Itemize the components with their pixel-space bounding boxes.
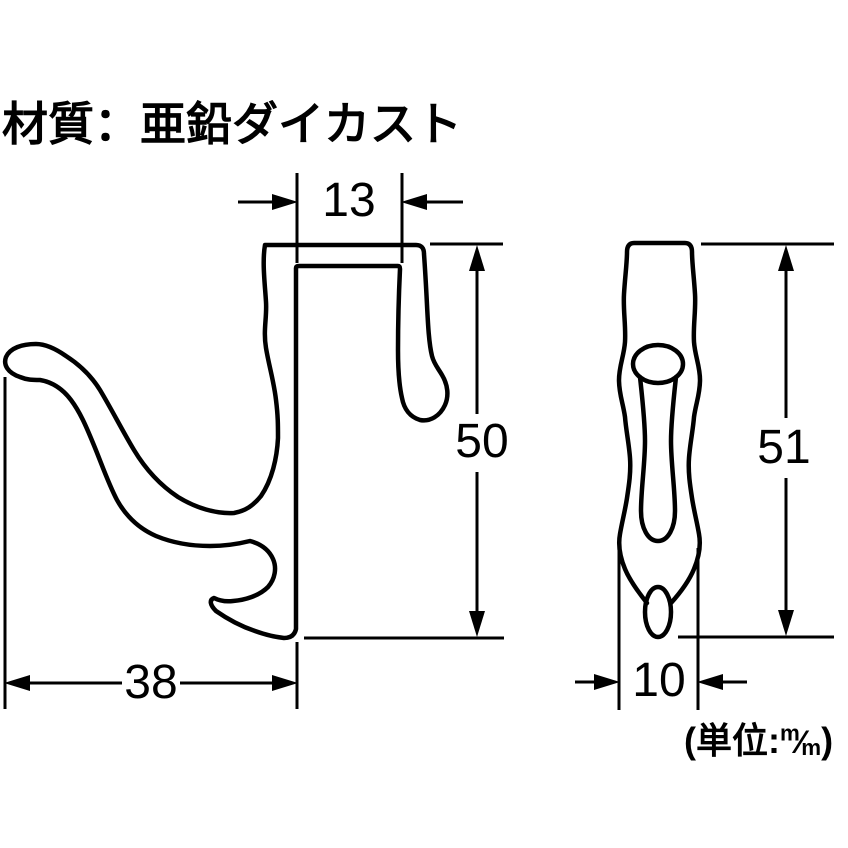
- unit-numerator: m: [779, 720, 800, 746]
- arrowhead-up-icon: [469, 245, 485, 271]
- side-view-outline: [2, 242, 450, 641]
- arrowhead-left-icon: [401, 194, 427, 210]
- dim-value-depth: 38: [124, 656, 178, 709]
- side-view-figure: [2, 242, 450, 641]
- front-view-figure: [616, 240, 703, 640]
- dim-value-front-width: 10: [632, 654, 686, 707]
- front-view-inner-channel: [637, 374, 679, 544]
- unit-fraction-slash: ⁄: [797, 724, 804, 760]
- dim-value-top-width: 13: [322, 174, 376, 227]
- arrowhead-down-icon: [469, 611, 485, 637]
- arrowhead-left-icon: [4, 675, 30, 691]
- dimension-depth-38: [3, 377, 299, 709]
- arrowhead-right-icon: [272, 194, 298, 210]
- hook-tip-ellipse: [642, 584, 674, 640]
- dim-value-side-height: 50: [455, 415, 509, 468]
- unit-denominator: m: [801, 735, 822, 761]
- dimension-side-height-50: [304, 242, 504, 640]
- dim-value-front-height: 51: [757, 421, 811, 474]
- arrowhead-right-icon: [272, 675, 298, 691]
- front-view-outline: [616, 240, 703, 606]
- arrowhead-down-icon: [778, 610, 794, 636]
- arrowhead-up-icon: [778, 245, 794, 271]
- material-title: 材質：亜鉛ダイカスト: [2, 98, 462, 150]
- dimension-front-width-10: [575, 548, 747, 710]
- dimension-top-width-13: [238, 173, 463, 263]
- mounting-boss-ellipse: [630, 342, 686, 386]
- dimension-front-height-51: [678, 242, 834, 639]
- unit-note: (単位:m⁄m): [684, 712, 833, 764]
- unit-suffix: ): [821, 720, 834, 761]
- arrowhead-right-icon: [594, 674, 620, 690]
- arrowhead-left-icon: [697, 674, 723, 690]
- unit-prefix: (単位:: [684, 720, 780, 761]
